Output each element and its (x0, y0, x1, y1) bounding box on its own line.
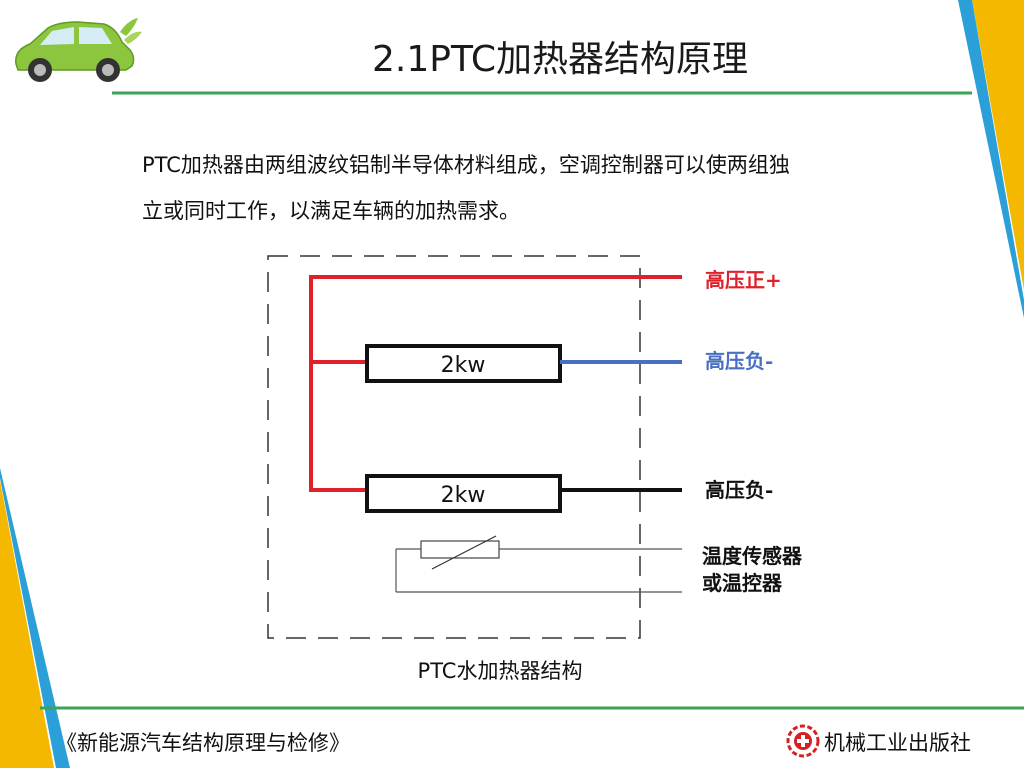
thermistor-element (420, 540, 500, 559)
terminal-positive-label: 高压正+ (705, 268, 782, 292)
publisher-logo-icon (786, 724, 820, 758)
terminal-negative-2-label: 高压负- (705, 478, 773, 502)
thermistor-slash (431, 535, 497, 570)
bottom-left-blue-stripe (0, 468, 70, 768)
publisher-name: 机械工业出版社 (824, 731, 971, 755)
top-right-yellow-stripe (972, 0, 1024, 290)
diagram-caption: PTC水加热器结构 (417, 659, 583, 683)
bottom-left-yellow-stripe (0, 480, 54, 768)
slide-title: 2.1PTC加热器结构原理 (372, 39, 748, 80)
heater-2-label: 2kw (441, 483, 486, 508)
terminal-negative-1-label: 高压负- (705, 349, 773, 373)
car-icon (15, 18, 142, 82)
top-right-blue-stripe (958, 0, 1024, 318)
sensor-label-line-1: 温度传感器 (702, 544, 803, 568)
heater-1-label: 2kw (441, 353, 486, 378)
heater-element-2 (365, 474, 562, 513)
intro-line-1: PTC加热器由两组波纹铝制半导体材料组成，空调控制器可以使两组独 (142, 153, 790, 177)
book-title: 《新能源汽车结构原理与检修》 (56, 731, 350, 755)
heater-enclosure (267, 255, 641, 639)
sensor-label-line-2: 或温控器 (702, 571, 783, 595)
intro-paragraph: PTC加热器由两组波纹铝制半导体材料组成，空调控制器可以使两组独 立或同时工作，… (142, 142, 942, 234)
intro-line-2: 立或同时工作，以满足车辆的加热需求。 (142, 199, 520, 223)
heater-element-1 (365, 344, 562, 383)
